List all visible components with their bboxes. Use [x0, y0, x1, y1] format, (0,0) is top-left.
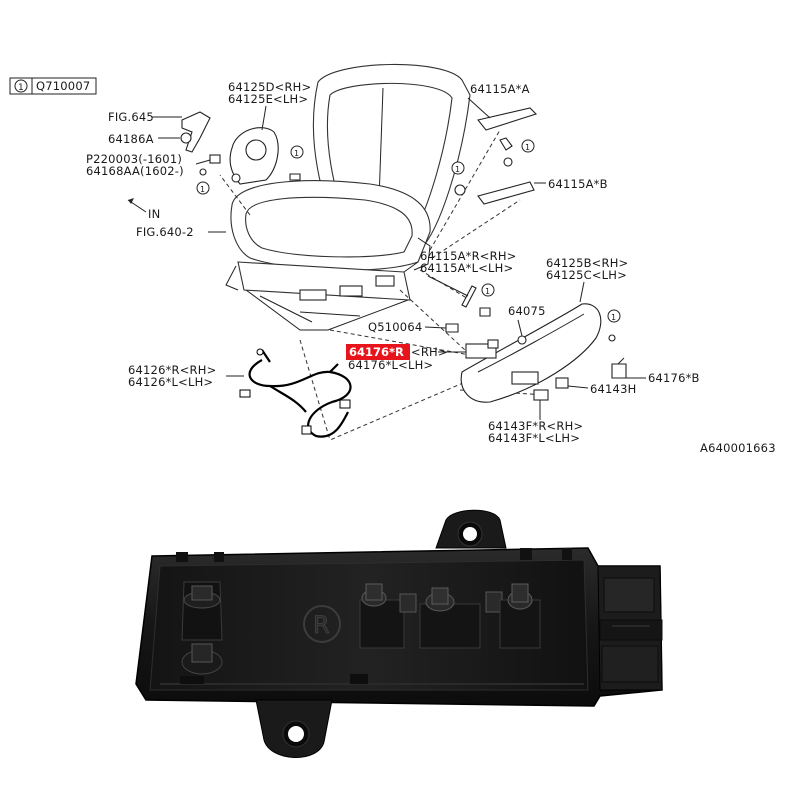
- label-fig645: FIG.645: [108, 110, 154, 124]
- parts-diagram: 1 Q710007: [9, 63, 776, 455]
- label-64115a-b: 64115A*B: [548, 177, 608, 191]
- small-part-f: [533, 389, 549, 401]
- bottom-mount-tab: [255, 699, 333, 758]
- label-64143h: 64143H: [590, 382, 636, 396]
- screw-front: [196, 145, 304, 195]
- label-64125d: 64125D<RH>: [228, 80, 311, 94]
- label-p220003: P220003(-1601): [86, 152, 182, 166]
- label-64115a-r: 64115A*R<RH>: [420, 249, 517, 263]
- side-cover-upper: [229, 127, 279, 185]
- label-fig640: FIG.640-2: [136, 225, 194, 239]
- top-mount-tab: [435, 509, 507, 549]
- reference-number: 1: [18, 83, 24, 93]
- callout-numbers: 1 1 1 1 1 1: [200, 143, 616, 322]
- label-64176b: 64176*B: [648, 371, 700, 385]
- label-64126r: 64126*R<RH>: [128, 363, 216, 377]
- small-part-h: [555, 377, 569, 389]
- label-64125b: 64125B<RH>: [546, 256, 628, 270]
- diagram-id: A640001663: [700, 441, 776, 455]
- embossed-letter: R: [313, 611, 330, 639]
- side-cover-lower: [460, 303, 621, 403]
- arrow-label: IN: [148, 207, 160, 221]
- label-q510064: Q510064: [368, 320, 422, 334]
- callout-3: 1: [525, 143, 530, 152]
- label-64143fr: 64143F*R<RH>: [488, 419, 583, 433]
- callout-6: 1: [611, 313, 616, 322]
- switch-posts: R: [160, 581, 584, 685]
- label-64125c: 64125C<LH>: [546, 268, 627, 282]
- seat-illustration: [225, 63, 471, 331]
- callout-1: 1: [294, 149, 299, 158]
- label-64125e: 64125E<LH>: [228, 92, 308, 106]
- recline-lever: [180, 111, 221, 176]
- direction-arrow: IN: [127, 198, 160, 221]
- callout-4: 1: [455, 165, 460, 174]
- wire-harness: [239, 348, 352, 438]
- label-64115a-l: 64115A*L<LH>: [420, 261, 513, 275]
- label-64176l: 64176*L<LH>: [348, 358, 433, 372]
- bracket-a: [477, 107, 538, 167]
- bracket-b: [451, 161, 535, 205]
- rod: [461, 283, 495, 317]
- label-64115a-a: 64115A*A: [470, 82, 530, 96]
- label-64176r-side: <RH>: [411, 345, 448, 359]
- switch-small: [465, 339, 499, 359]
- label-64168aa: 64168AA(1602-): [86, 164, 184, 178]
- label-64126l: 64126*L<LH>: [128, 375, 213, 389]
- label-leaders: [152, 97, 646, 420]
- reference-box: 1 Q710007: [9, 77, 97, 95]
- label-64186a: 64186A: [108, 132, 154, 146]
- callout-2: 1: [200, 185, 205, 194]
- reference-code: Q710007: [36, 79, 90, 93]
- label-64075: 64075: [508, 304, 546, 318]
- label-64143fl: 64143F*L<LH>: [488, 431, 580, 445]
- label-64176r-code: 64176*R: [349, 345, 404, 359]
- part-labels: FIG.645 64186A P220003(-1601) 64168AA(16…: [86, 80, 776, 455]
- screw-q510064: [445, 323, 459, 333]
- callout-5: 1: [485, 287, 490, 296]
